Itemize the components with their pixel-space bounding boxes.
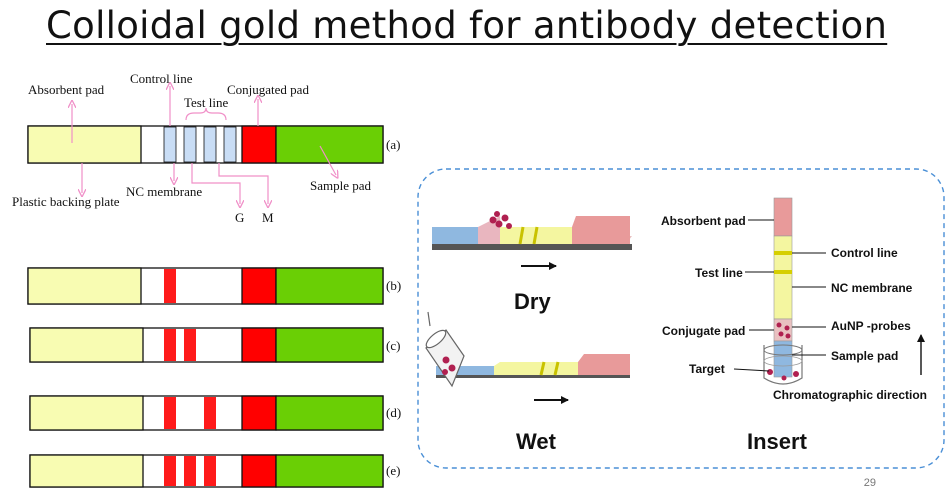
strip-a-tag: (a) (386, 137, 400, 152)
dry-strip (432, 211, 632, 250)
conjugated-pad-label: Conjugated pad (227, 82, 309, 97)
strip-b-sample-pad (275, 267, 384, 305)
strip-d-test-line (164, 397, 176, 429)
strip-b-tag: (b) (386, 278, 401, 293)
strip-e-test-line (184, 456, 196, 486)
insert-labels: Absorbent pad Control line Test line NC … (661, 214, 927, 402)
strip-c-absorbent-pad (29, 327, 144, 363)
strip-e-sample-pad (275, 454, 384, 488)
strip-b: (b) (27, 267, 401, 305)
test-line-label: Test line (184, 95, 228, 110)
m-label: M (262, 210, 274, 225)
strip-b-absorbent-pad (27, 267, 142, 305)
slide-title: Colloidal gold method for antibody detec… (46, 4, 888, 47)
strip-c: (c) (29, 327, 400, 363)
strip-e-absorbent-pad (29, 454, 144, 488)
g-pointer (191, 163, 240, 204)
insert-chromatographic-direction-label: Chromatographic direction (773, 388, 927, 402)
strip-e-tag: (e) (386, 463, 400, 478)
strip-e-test-line (164, 456, 176, 486)
strip-a-conjugated-pad (241, 125, 277, 164)
strip-a-membrane-line (203, 126, 217, 163)
strip-b-conjugated-pad (241, 267, 277, 305)
insert-control-line-label: Control line (831, 246, 898, 260)
strip-d-absorbent-pad (29, 395, 144, 431)
right-panel-border (417, 168, 945, 469)
strip-d-tag: (d) (386, 405, 401, 420)
insert-test-line-label: Test line (695, 266, 743, 280)
test-line-brace (185, 107, 227, 121)
insert-aunp-probes-label: AuNP -probes (831, 319, 911, 333)
strip-d-conjugated-pad (241, 395, 277, 431)
insert-sample-pad-label: Sample pad (831, 349, 898, 363)
strip-a-membrane-line (163, 126, 177, 163)
strip-a-sample-pad (275, 125, 384, 164)
strip-a: (a) (27, 125, 400, 164)
strip-a-membrane-line (183, 126, 197, 163)
strip-a-membrane-line (223, 126, 237, 163)
sample-pad-pointer (319, 145, 336, 175)
right-panel: Dry Wet (417, 168, 945, 469)
dry-label: Dry (514, 289, 551, 314)
strip-a-annotations (72, 86, 336, 204)
strip-a-absorbent-pad (27, 125, 142, 164)
strip-c-sample-pad (275, 327, 384, 363)
nc-membrane-label: NC membrane (126, 184, 202, 199)
strip-d: (d) (29, 395, 401, 431)
strip-e-conjugated-pad (241, 454, 277, 488)
g-label: G (235, 210, 244, 225)
control-line-label: Control line (130, 71, 193, 86)
insert-conjugate-pad-label: Conjugate pad (662, 324, 745, 338)
plastic-backing-plate-label: Plastic backing plate (12, 194, 120, 209)
wet-strip (436, 354, 630, 378)
insert-absorbent-pad-label: Absorbent pad (661, 214, 746, 228)
strip-c-test-line (164, 329, 176, 361)
m-pointer (218, 163, 268, 204)
strip-a-labels: Absorbent pad Control line Test line Con… (12, 71, 372, 225)
wet-label: Wet (516, 429, 557, 454)
insert-label: Insert (747, 429, 808, 454)
strip-c-test-line (184, 329, 196, 361)
insert-nc-membrane-label: NC membrane (831, 281, 913, 295)
absorbent-pad-label: Absorbent pad (28, 82, 105, 97)
sample-tube-icon (425, 311, 465, 388)
strip-c-tag: (c) (386, 338, 400, 353)
page-number: 29 (863, 477, 876, 489)
strip-e: (e) (29, 454, 400, 488)
insert-target-label: Target (689, 362, 725, 376)
strip-d-sample-pad (275, 395, 384, 431)
insert-strip (763, 197, 803, 385)
left-diagram: (a) Absorbent pad Control line Test line… (12, 71, 401, 488)
strip-e-test-line (204, 456, 216, 486)
strip-c-conjugated-pad (241, 327, 277, 363)
sample-pad-label: Sample pad (310, 178, 372, 193)
insert-pointers (733, 219, 826, 372)
strip-d-test-line (204, 397, 216, 429)
strip-b-test-line (164, 269, 176, 303)
